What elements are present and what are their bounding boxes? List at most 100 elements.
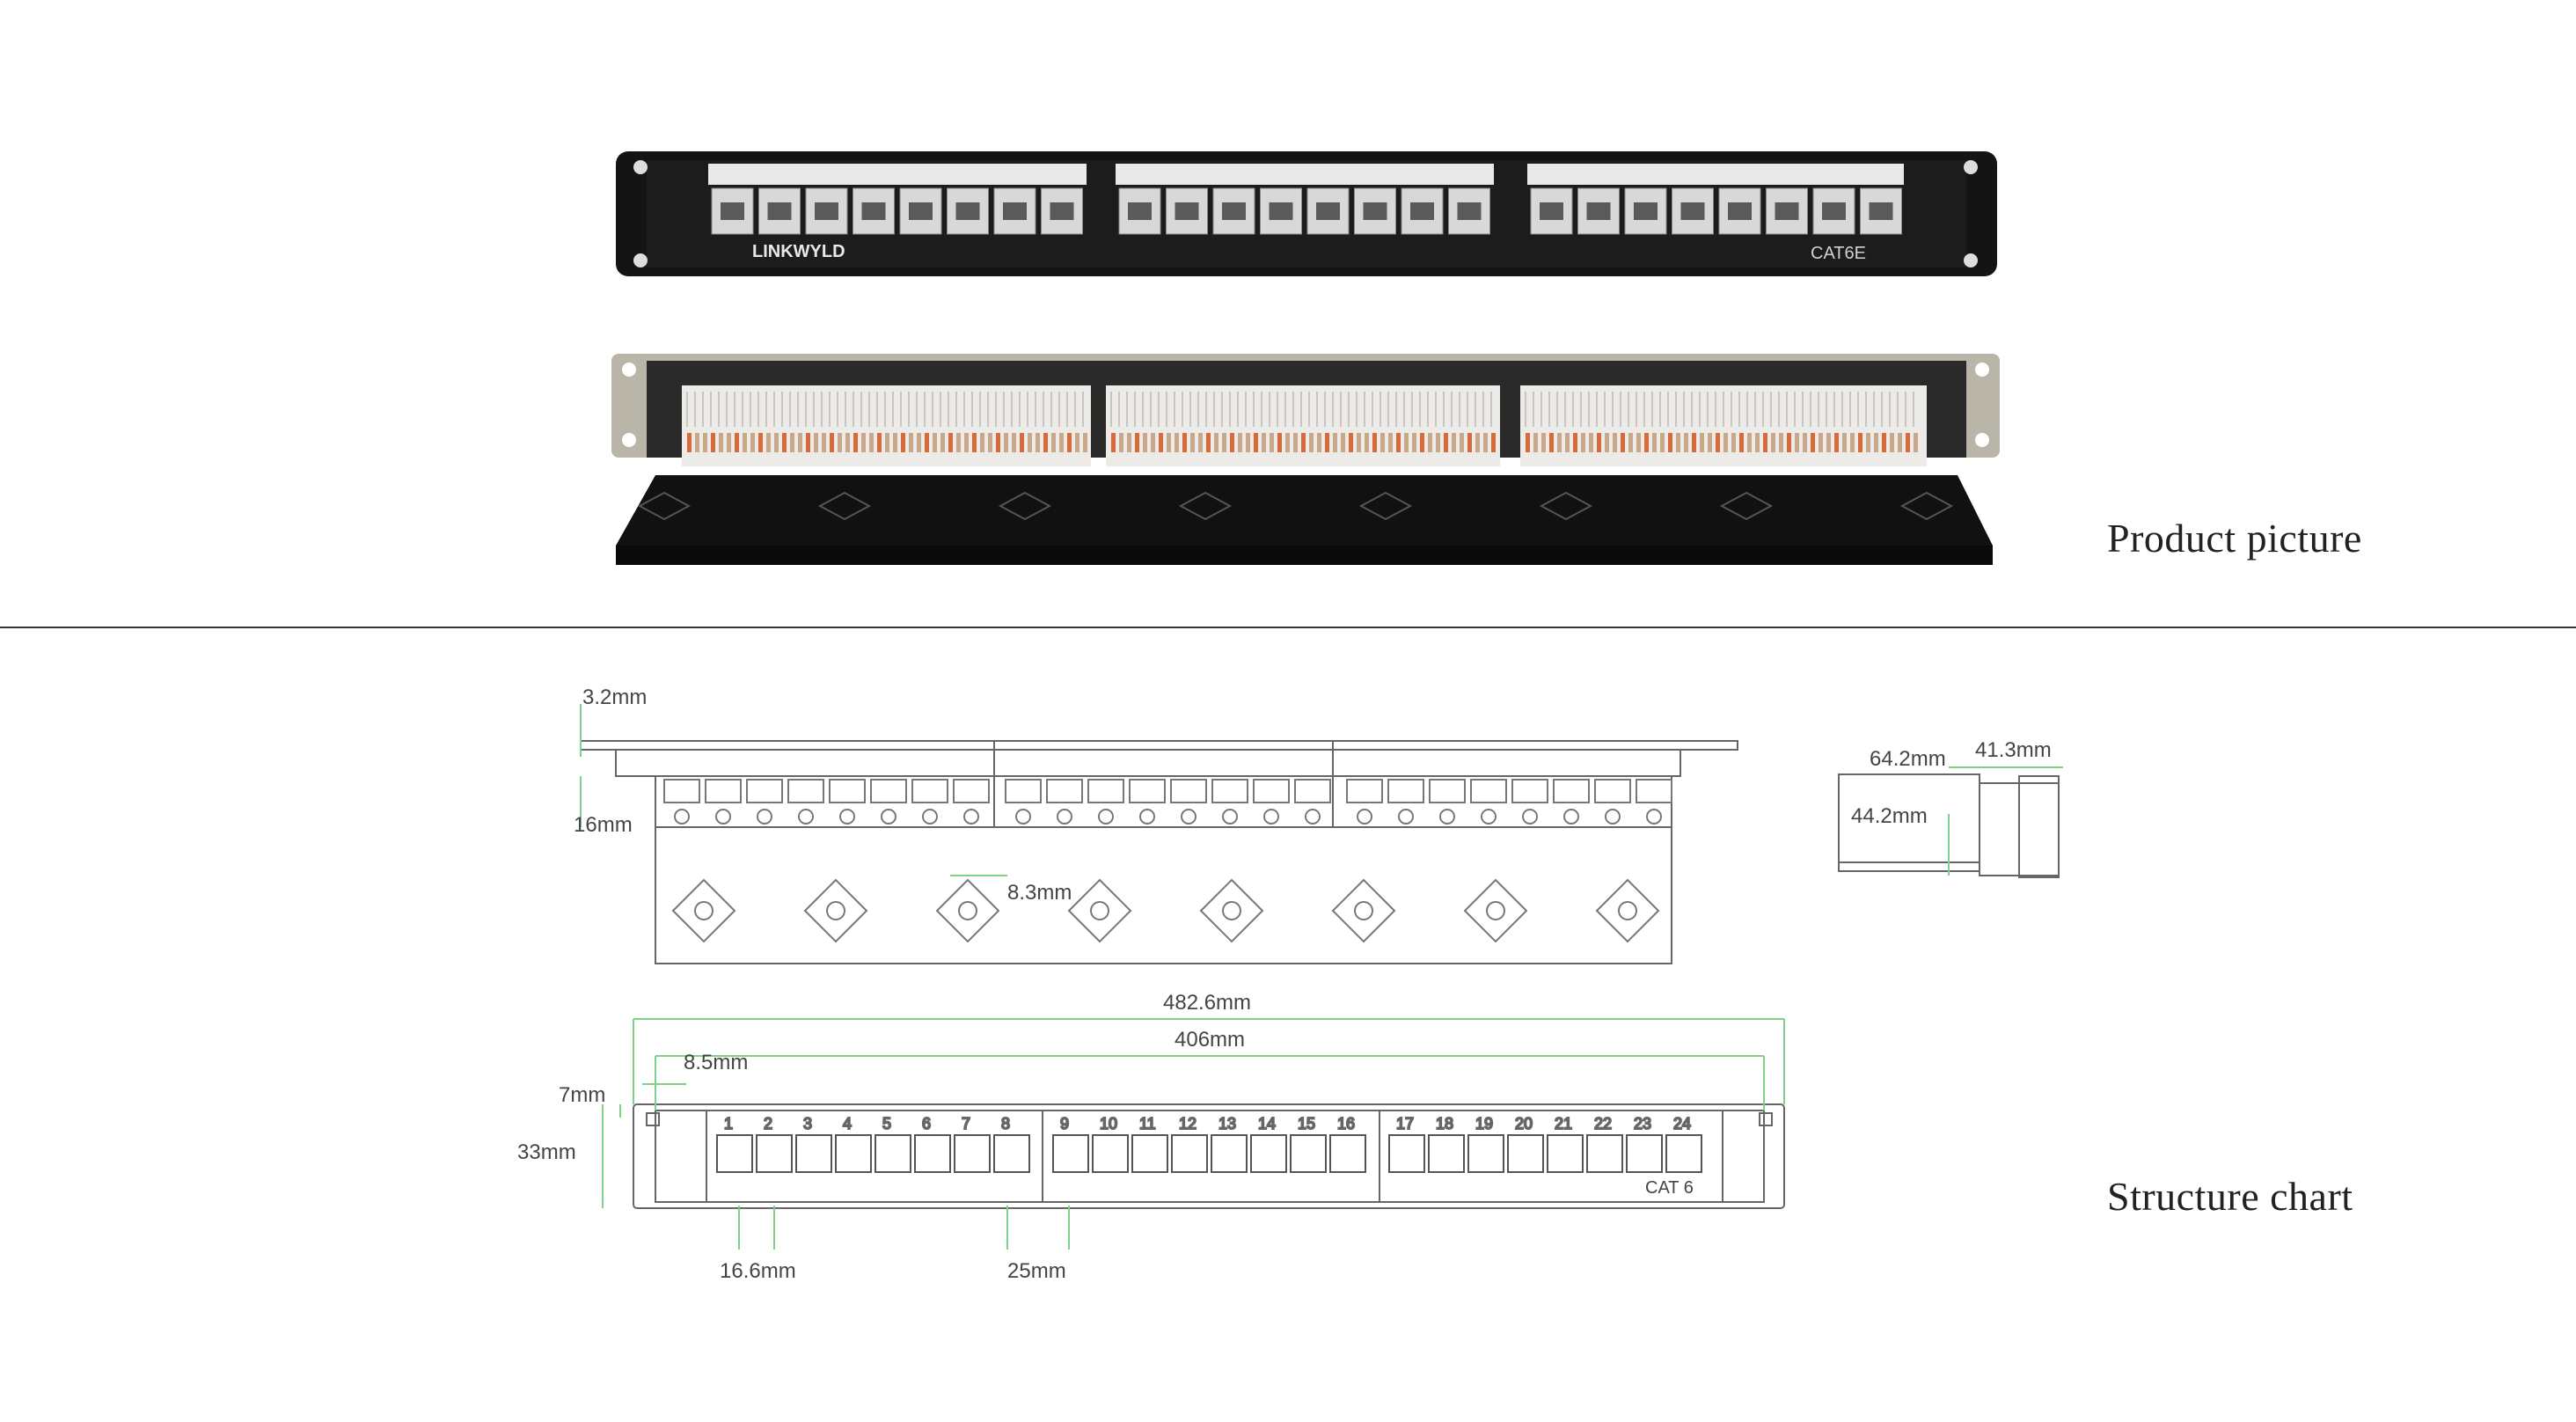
punch-down-contact	[1444, 433, 1448, 452]
front-port-21	[1547, 1134, 1584, 1173]
punch-down-contact	[1755, 433, 1760, 452]
punch-down-contact	[1906, 433, 1910, 452]
punch-down-contact	[1460, 433, 1464, 452]
punch-down-contact	[1613, 433, 1617, 452]
rj45-jack	[721, 202, 744, 220]
punch-down-contact	[703, 433, 707, 452]
port-outline	[1429, 779, 1466, 803]
punch-down-contact	[1452, 433, 1456, 452]
port-clip	[1481, 809, 1497, 825]
port-clip	[1139, 809, 1155, 825]
front-port-9	[1052, 1134, 1089, 1173]
patch-panel-back-photo	[611, 354, 2000, 565]
brand-logo: LINKWYLD	[752, 242, 845, 261]
port-clip	[1057, 809, 1072, 825]
port-clip	[798, 809, 814, 825]
port-outline	[870, 779, 907, 803]
punch-down-contact	[1412, 433, 1416, 452]
rj45-jack	[1363, 202, 1387, 220]
punch-down-contact	[1380, 433, 1385, 452]
punch-down-contact	[885, 433, 889, 452]
rj45-jack	[1269, 202, 1293, 220]
punch-down-contact	[1020, 433, 1024, 452]
punch-down-contact	[735, 433, 739, 452]
port-clip	[1181, 809, 1197, 825]
front-port-22	[1586, 1134, 1623, 1173]
section-divider	[0, 627, 2576, 628]
punch-down-contact	[1890, 433, 1894, 452]
punch-down-contact	[1644, 433, 1649, 452]
punch-down-contact	[845, 433, 850, 452]
punch-down-contact	[687, 433, 692, 452]
punch-down-contact	[1803, 433, 1807, 452]
rj45-jack	[1680, 202, 1705, 220]
tie-diamond	[1331, 878, 1396, 943]
port-outline	[829, 779, 866, 803]
cable-tie-hole	[637, 491, 692, 521]
front-port-4	[835, 1134, 872, 1173]
punch-down-contact	[1317, 433, 1321, 452]
punch-down-contact	[1589, 433, 1593, 452]
front-port-6	[914, 1134, 951, 1173]
port-outline	[953, 779, 990, 803]
rj45-jack	[1775, 202, 1799, 220]
tie-diamond	[935, 878, 1000, 943]
punch-down-contact	[1597, 433, 1601, 452]
punch-down-contact	[1708, 433, 1712, 452]
punch-down-contact	[1475, 433, 1480, 452]
punch-down-contact	[1491, 433, 1496, 452]
punch-down-contact	[1372, 433, 1377, 452]
patch-panel-front-photo: LINKWYLD CAT6E	[616, 151, 1997, 276]
port-clip	[922, 809, 938, 825]
punch-down-contact	[1541, 433, 1546, 452]
punch-down-contact	[1739, 433, 1744, 452]
punch-down-contact	[1842, 433, 1847, 452]
punch-down-contact	[996, 433, 1000, 452]
port-clip	[881, 809, 896, 825]
punch-down-contact	[1771, 433, 1775, 452]
punch-down-contact	[980, 433, 984, 452]
punch-down-contact	[861, 433, 866, 452]
port-clip	[674, 809, 690, 825]
port-outline	[1087, 779, 1124, 803]
port-outline	[1129, 779, 1166, 803]
tie-diamond	[1067, 878, 1132, 943]
punch-down-contact	[940, 433, 945, 452]
tie-hole	[1486, 901, 1505, 920]
punch-down-contact	[1262, 433, 1266, 452]
port-number-3: 3	[803, 1115, 812, 1132]
port-outline	[1387, 779, 1424, 803]
port-number-19: 19	[1475, 1115, 1493, 1132]
port-outline	[1253, 779, 1290, 803]
port-number-9: 9	[1060, 1115, 1069, 1132]
rj45-jack	[955, 202, 980, 220]
punch-down-contact	[1826, 433, 1831, 452]
punch-down-contact	[1175, 433, 1179, 452]
rj45-port	[993, 187, 1036, 235]
punch-down-contact	[1214, 433, 1218, 452]
rj45-jack	[1728, 202, 1752, 220]
port-number-6: 6	[922, 1115, 931, 1132]
punch-down-contact	[901, 433, 905, 452]
rj45-jack	[1222, 202, 1246, 220]
punch-down-contact	[1557, 433, 1562, 452]
punch-down-contact	[1182, 433, 1187, 452]
punch-down-contact	[1914, 433, 1918, 452]
punch-down-contact	[1309, 433, 1314, 452]
rj45-jack	[861, 202, 886, 220]
dim-top-offset: 7mm	[559, 1083, 605, 1107]
punch-down-contact	[1483, 433, 1488, 452]
port-outline	[1294, 779, 1331, 803]
port-number-15: 15	[1298, 1115, 1315, 1132]
punch-down-contact	[1795, 433, 1799, 452]
punch-down-contact	[1763, 433, 1767, 452]
punch-down-contact	[1874, 433, 1878, 452]
punch-down-contact	[750, 433, 755, 452]
punch-down-contact	[1420, 433, 1424, 452]
port-number-22: 22	[1594, 1115, 1612, 1132]
tie-diamond	[671, 878, 736, 943]
punch-down-contact	[1652, 433, 1657, 452]
port-clip	[839, 809, 855, 825]
punch-down-contact	[972, 433, 977, 452]
